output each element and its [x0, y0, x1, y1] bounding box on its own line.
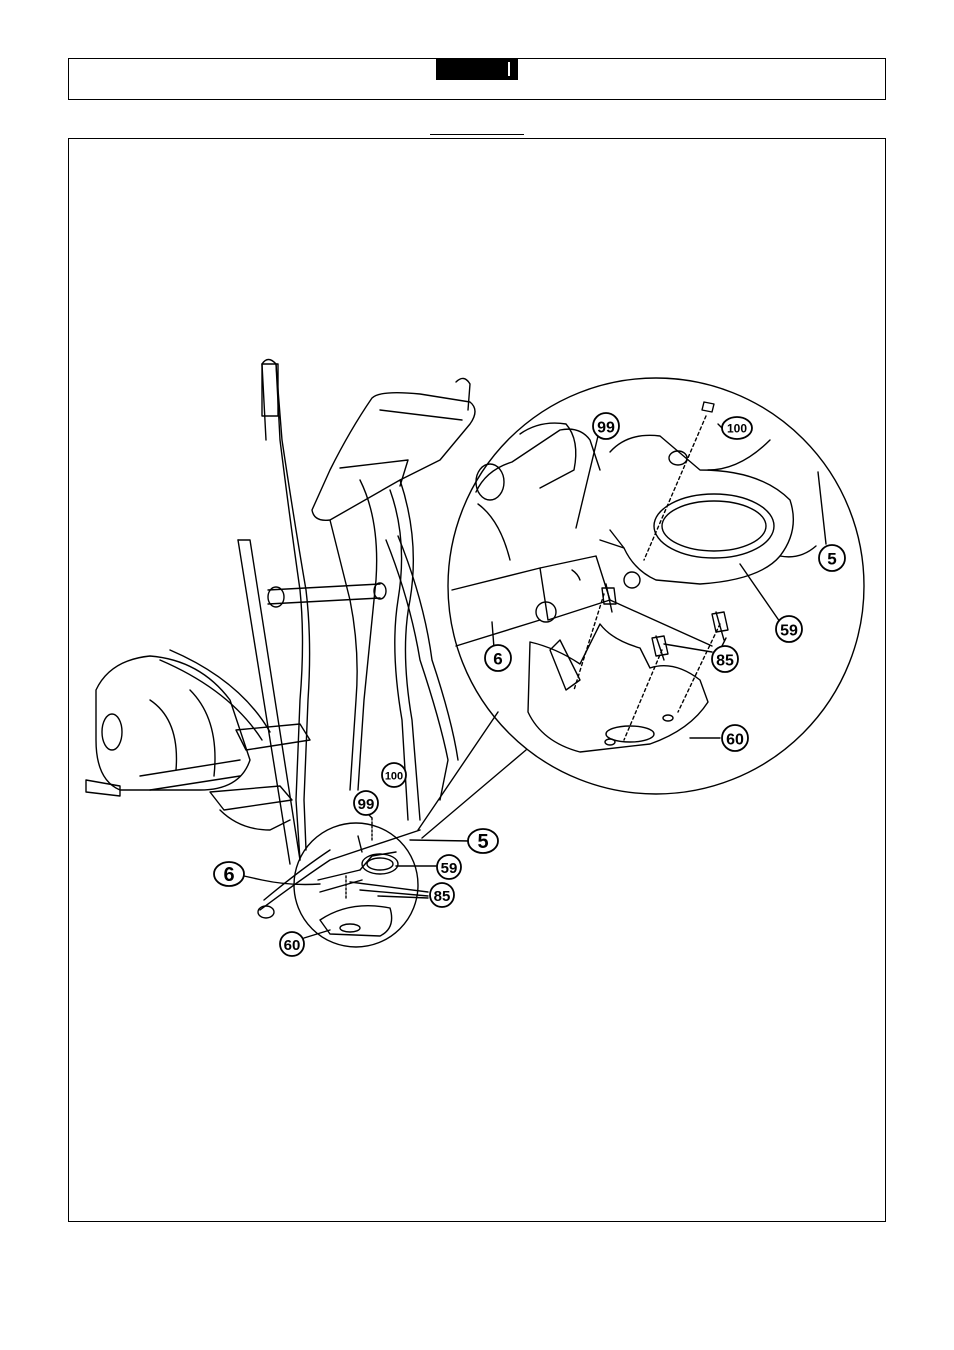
- callout-99-large: 99: [593, 413, 619, 439]
- callout-100-small: 100: [382, 763, 406, 787]
- svg-text:85: 85: [716, 653, 734, 670]
- svg-text:85: 85: [434, 888, 451, 905]
- callout-99-small: 99: [354, 791, 378, 815]
- detail-circle-large: [448, 378, 864, 794]
- callout-85-small: 85: [430, 883, 454, 907]
- svg-text:99: 99: [358, 796, 375, 813]
- elliptical-machine-drawing: [86, 360, 475, 919]
- svg-text:60: 60: [284, 937, 301, 954]
- svg-text:99: 99: [597, 420, 615, 437]
- svg-text:6: 6: [223, 864, 234, 886]
- svg-text:100: 100: [727, 422, 747, 436]
- svg-text:5: 5: [477, 831, 488, 853]
- svg-text:100: 100: [385, 771, 403, 783]
- svg-text:60: 60: [726, 732, 744, 749]
- svg-text:5: 5: [827, 550, 836, 569]
- callout-5-large: 5: [819, 545, 845, 571]
- callout-6-small: 6: [214, 862, 244, 886]
- callout-6-large: 6: [485, 645, 511, 671]
- svg-text:59: 59: [441, 860, 458, 877]
- callout-85-large: 85: [712, 646, 738, 672]
- callout-59-small: 59: [437, 855, 461, 879]
- large-detail-parts: [452, 402, 816, 752]
- svg-text:6: 6: [493, 650, 502, 669]
- callout-59-large: 59: [776, 616, 802, 642]
- callout-60-small: 60: [280, 932, 304, 956]
- callout-5-small: 5: [468, 829, 498, 853]
- callout-100-large: 100: [722, 417, 752, 439]
- svg-text:59: 59: [780, 623, 798, 640]
- callout-60-large: 60: [722, 725, 748, 751]
